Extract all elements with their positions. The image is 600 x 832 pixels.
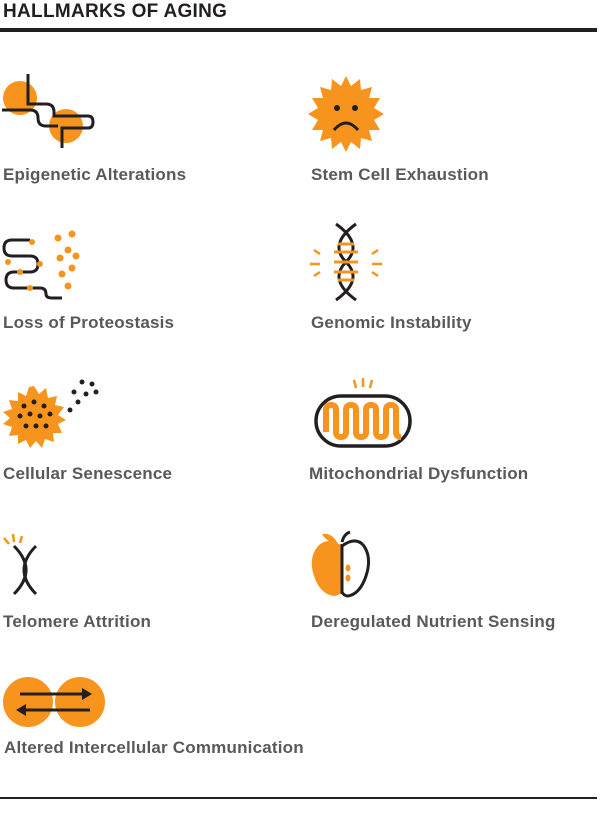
epigenetic-dna-icon — [2, 74, 95, 148]
hallmark-label: Genomic Instability — [311, 313, 472, 332]
hallmark-label: Altered Intercellular Communication — [4, 738, 304, 757]
protein-chain-icon — [2, 230, 80, 300]
hallmark-label: Loss of Proteostasis — [3, 313, 175, 332]
top-divider — [0, 28, 597, 32]
hallmark-label: Stem Cell Exhaustion — [311, 165, 489, 184]
mitochondria-icon — [314, 378, 412, 448]
hallmark-label: Telomere Attrition — [3, 612, 152, 631]
exchange-arrows-icon — [3, 677, 105, 727]
bottom-divider — [0, 797, 597, 799]
hallmark-label: Mitochondrial Dysfunction — [309, 464, 529, 483]
sad-cell-icon — [308, 76, 384, 152]
telomere-icon — [3, 533, 38, 596]
hallmark-label: Cellular Senescence — [3, 464, 173, 483]
hallmark-label: Epigenetic Alterations — [3, 165, 187, 184]
page-title: HALLMARKS OF AGING — [3, 1, 228, 22]
dna-helix-icon — [310, 222, 382, 302]
apple-icon — [311, 530, 371, 598]
spiky-cell-icon — [3, 379, 99, 448]
hallmark-label: Deregulated Nutrient Sensing — [311, 612, 556, 631]
